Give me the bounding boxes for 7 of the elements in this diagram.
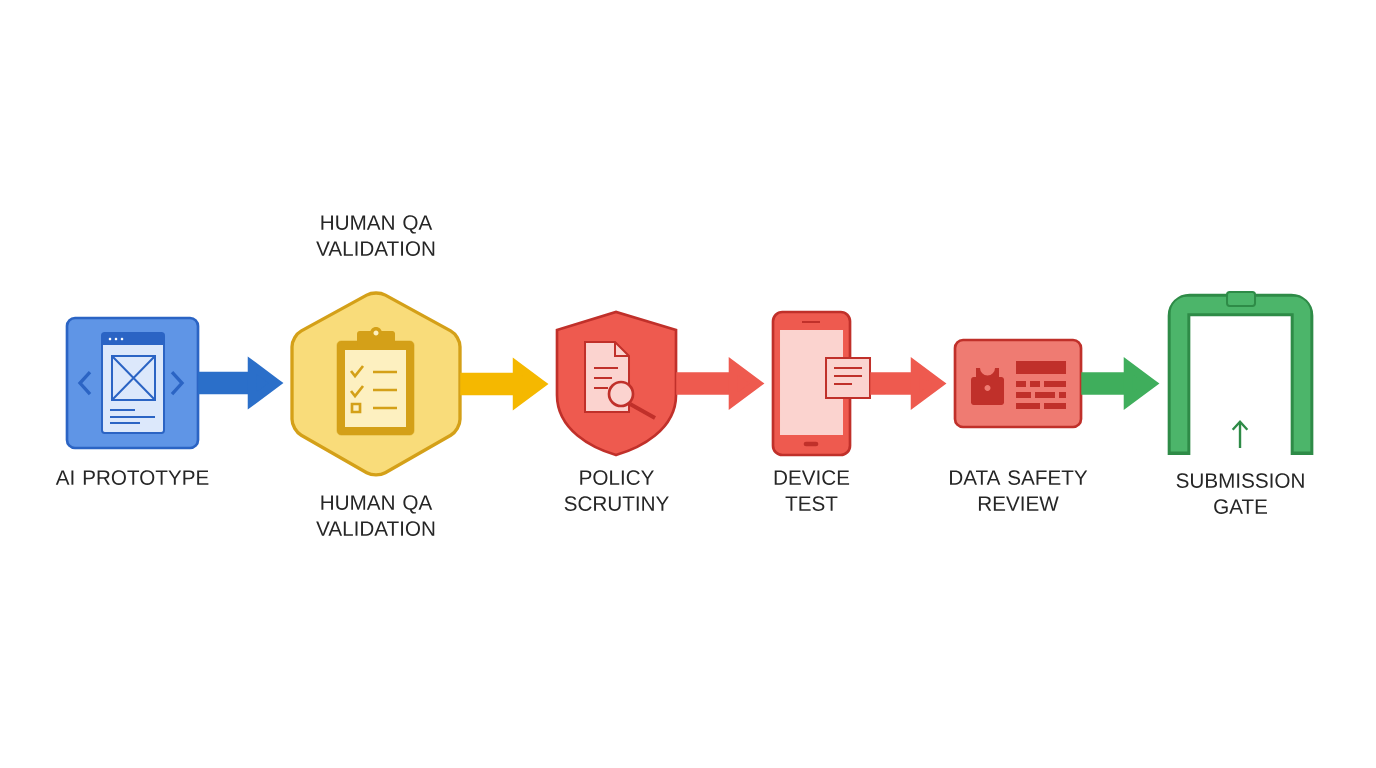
step-label: HUMAN QA VALIDATION bbox=[316, 215, 435, 256]
step-label: SUBMISSION GATE bbox=[1176, 473, 1304, 514]
step-label: AI PROTOTYPE bbox=[55, 470, 209, 485]
step-label: DEVICE TEST bbox=[774, 470, 850, 511]
step-label: DATA SAFETY REVIEW bbox=[950, 470, 1088, 511]
step-label: POLICY SCRUTINY bbox=[564, 470, 669, 511]
step-label: HUMAN QA VALIDATION bbox=[316, 495, 435, 536]
